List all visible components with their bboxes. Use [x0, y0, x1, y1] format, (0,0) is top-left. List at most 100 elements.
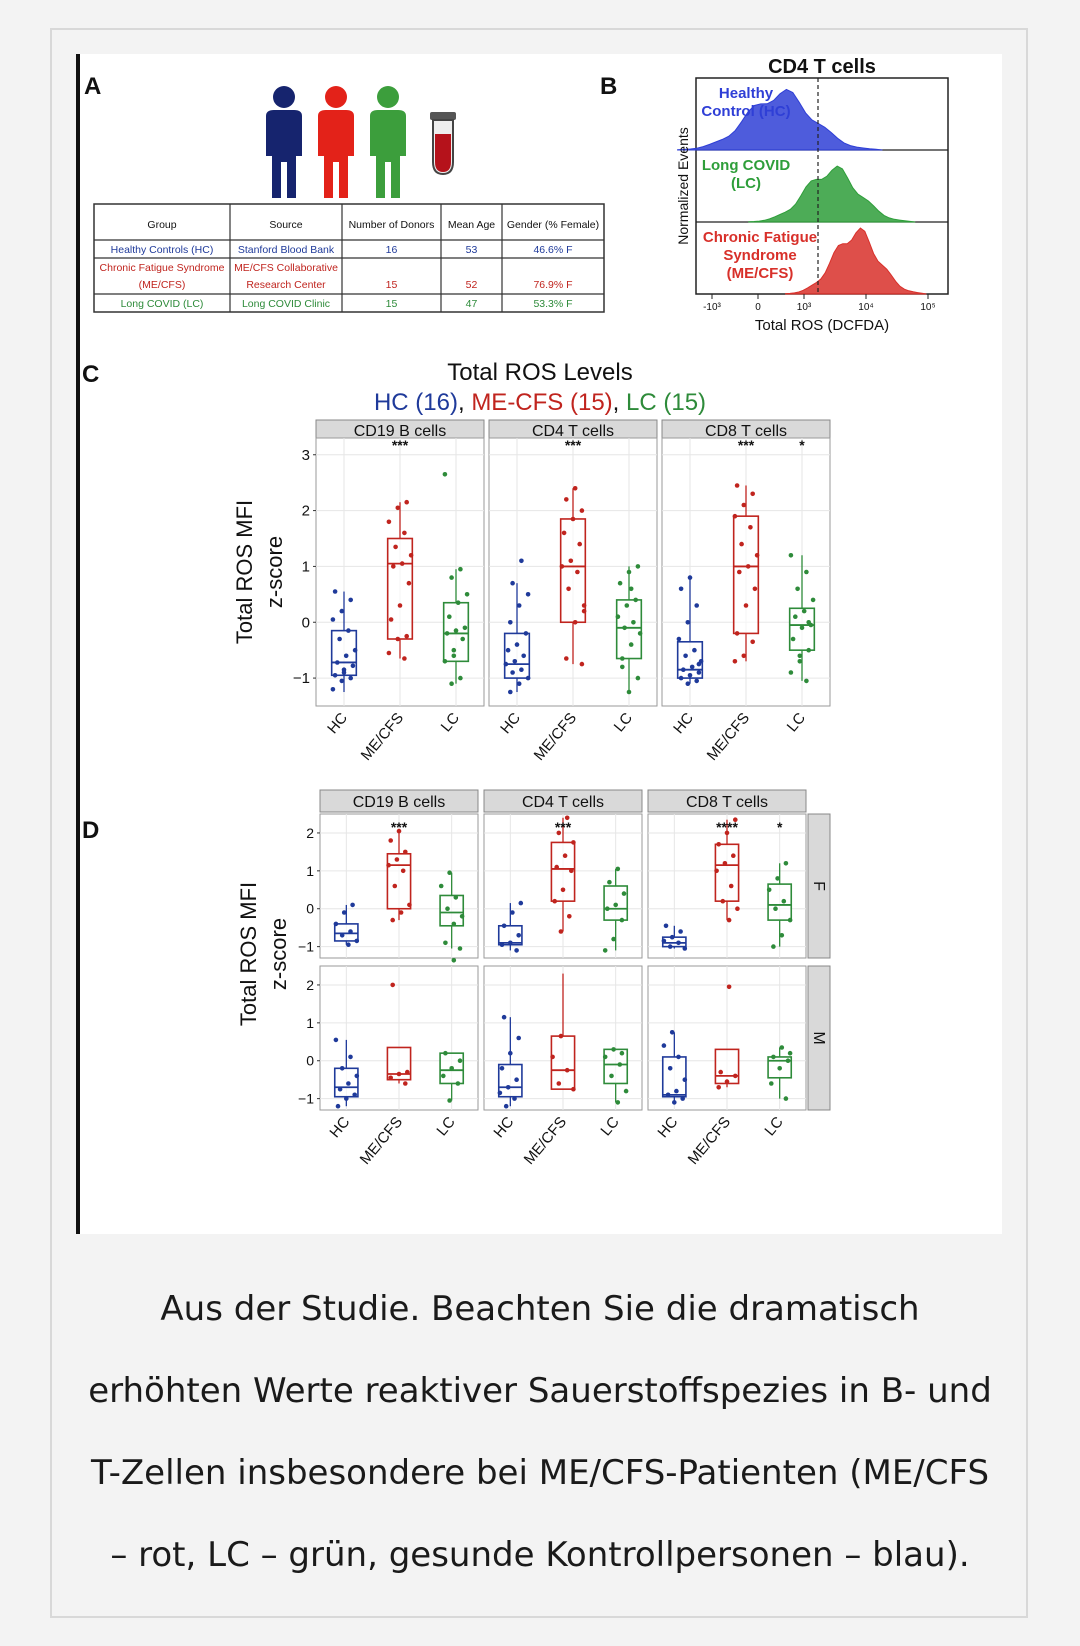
data-point: [505, 647, 511, 653]
data-point: [560, 887, 566, 893]
data-point: [556, 1081, 562, 1086]
data-point: [806, 620, 811, 625]
data-point: [613, 902, 618, 908]
data-point: [399, 561, 405, 566]
data-point: [722, 861, 728, 866]
data-point: [733, 817, 738, 822]
data-point: [335, 1103, 341, 1109]
facet-strip: [483, 789, 643, 813]
data-point: [510, 580, 515, 586]
data-point: [508, 689, 513, 695]
box-iqr: [386, 1046, 412, 1081]
x-category-label: HC: [326, 1114, 353, 1142]
data-point: [390, 917, 396, 923]
data-point: [499, 942, 505, 947]
data-point: [516, 933, 521, 938]
track-label-line: (ME/CFS): [727, 265, 794, 282]
data-point: [388, 838, 394, 843]
table-header-cell: Source: [269, 219, 302, 231]
table-cell-group: Healthy Controls (HC): [111, 244, 214, 256]
data-point: [350, 663, 356, 669]
box-iqr: [714, 1048, 740, 1085]
table-cell-source: ME/CFS Collaborative: [234, 262, 338, 274]
data-point: [769, 1081, 774, 1086]
track-label-line: Long COVID: [702, 157, 790, 174]
data-point: [343, 653, 349, 659]
data-point: [402, 656, 407, 661]
x-category-label: HC: [497, 710, 524, 738]
person-icon-mecfs: [318, 86, 354, 198]
data-point: [499, 1066, 505, 1071]
box-iqr: [550, 1035, 576, 1090]
data-point: [672, 1100, 677, 1105]
data-point: [508, 1050, 513, 1056]
data-point: [797, 659, 803, 664]
facet-strip-label: CD19 B cells: [354, 423, 446, 440]
x-tick-label: -10³: [703, 302, 721, 313]
data-point: [669, 934, 675, 940]
table-cell-donors: 15: [386, 279, 398, 291]
data-point: [801, 608, 807, 614]
data-point: [615, 1100, 621, 1105]
data-point: [460, 636, 466, 642]
data-point: [635, 564, 641, 569]
data-point: [403, 849, 408, 855]
data-point: [348, 597, 354, 603]
caption-line-2: erhöhten Werte reaktiver Sauerstoffspezi…: [88, 1371, 992, 1411]
facet-0: CD19 B cells***: [319, 789, 479, 959]
facet-strip-label: CD4 T cells: [532, 423, 614, 440]
subtitle-part: ,: [458, 389, 471, 416]
row-strip: [807, 965, 831, 1111]
data-point: [804, 569, 809, 575]
data-point: [622, 625, 627, 631]
y-tick-label: −1: [298, 939, 314, 955]
data-point: [739, 541, 744, 547]
x-category-label: HC: [324, 710, 351, 738]
data-point: [561, 530, 567, 536]
subtitle-part: ,: [613, 389, 626, 416]
box-mecfs: [386, 982, 412, 1086]
caption-line-4: – rot, LC – grün, gesunde Kontrollperson…: [110, 1535, 970, 1575]
box-hc: [503, 558, 531, 695]
data-point: [572, 486, 578, 491]
data-point: [581, 603, 587, 608]
data-point: [734, 483, 740, 488]
table-cell-source: Stanford Blood Bank: [238, 244, 335, 256]
data-point: [806, 647, 811, 653]
data-point: [459, 914, 465, 919]
data-point: [455, 600, 461, 605]
data-point: [352, 1092, 358, 1098]
data-point: [451, 958, 457, 963]
x-category-label: ME/CFS: [685, 1114, 734, 1168]
data-point: [508, 940, 513, 946]
box-mecfs: [714, 817, 740, 923]
data-point: [571, 1086, 576, 1092]
track-label-line: Control (HC): [701, 103, 790, 120]
data-point: [682, 946, 688, 951]
row-strip-label: F: [810, 881, 827, 891]
data-point: [344, 1096, 349, 1101]
data-point: [637, 631, 643, 636]
data-point: [635, 675, 641, 681]
x-tick-label: 10⁵: [920, 302, 935, 313]
data-point: [443, 940, 448, 946]
data-point: [741, 653, 747, 659]
table-cell-source: Research Center: [246, 279, 326, 291]
data-point: [447, 1098, 452, 1103]
table-cell-age: 52: [466, 279, 478, 291]
box-hc: [333, 1037, 360, 1109]
data-point: [447, 870, 452, 875]
data-point: [692, 647, 697, 653]
facet-strip: [319, 789, 479, 813]
data-point: [558, 929, 564, 934]
y-tick-label: 2: [302, 503, 310, 520]
data-point: [750, 639, 755, 645]
histogram-ylabel: Normalized Events: [675, 127, 691, 245]
data-point: [735, 906, 740, 911]
data-point: [665, 1092, 671, 1098]
data-point: [611, 936, 616, 942]
